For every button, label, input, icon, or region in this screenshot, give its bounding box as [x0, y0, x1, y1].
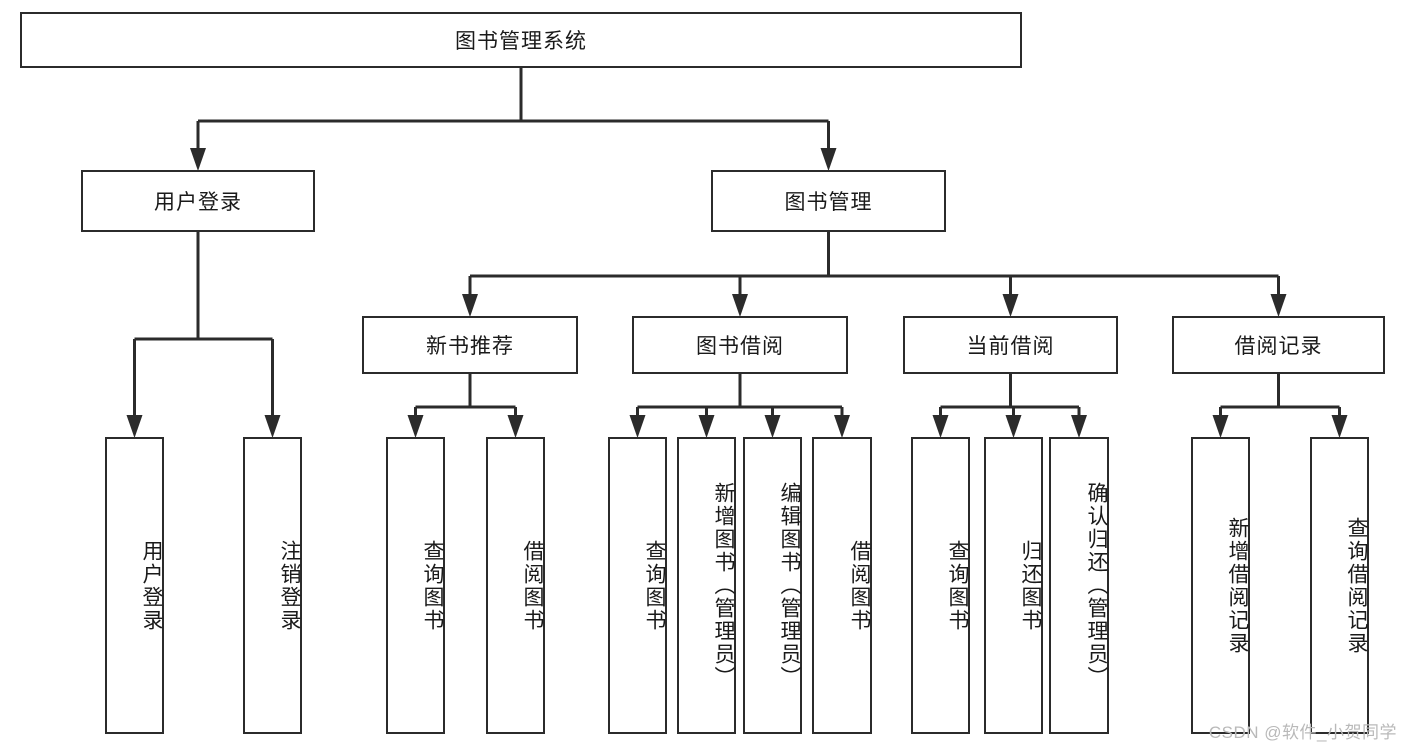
- node-label: 查询图书: [643, 539, 666, 632]
- arrow-head-icon: [820, 148, 837, 171]
- node-label: 新增图书（管理员）: [712, 482, 735, 689]
- node-label: 图书借阅: [696, 335, 784, 358]
- node-leaf2[interactable]: 注销登录: [243, 437, 302, 734]
- arrow-head-icon: [698, 415, 715, 438]
- watermark: CSDN @软件_小贺同学: [1208, 723, 1397, 742]
- node-label: 用户登录: [140, 539, 163, 632]
- arrow-head-icon: [462, 294, 478, 317]
- arrow-head-icon: [1270, 294, 1287, 317]
- arrow-head-icon: [190, 148, 206, 171]
- node-current[interactable]: 当前借阅: [903, 316, 1118, 374]
- node-label: 查询图书: [946, 539, 969, 632]
- node-bookmgmt[interactable]: 图书管理: [711, 170, 946, 232]
- node-leaf3[interactable]: 查询图书: [386, 437, 445, 734]
- node-records[interactable]: 借阅记录: [1172, 316, 1385, 374]
- arrow-head-icon: [407, 415, 424, 438]
- node-leaf11[interactable]: 确认归还（管理员）: [1049, 437, 1109, 734]
- arrow-head-icon: [764, 415, 781, 438]
- node-newbook[interactable]: 新书推荐: [362, 316, 578, 374]
- node-label: 查询借阅记录: [1345, 516, 1368, 655]
- arrow-head-icon: [1002, 294, 1019, 317]
- arrow-head-icon: [1212, 415, 1229, 438]
- node-label: 确认归还（管理员）: [1085, 482, 1108, 689]
- node-label: 借阅记录: [1234, 335, 1323, 358]
- node-label: 查询图书: [421, 539, 444, 632]
- node-label: 归还图书: [1019, 539, 1042, 632]
- node-leaf10[interactable]: 归还图书: [984, 437, 1043, 734]
- node-leaf12[interactable]: 新增借阅记录: [1191, 437, 1250, 734]
- node-label: 当前借阅: [966, 335, 1055, 358]
- arrow-head-icon: [629, 415, 646, 438]
- arrow-head-icon: [932, 415, 949, 438]
- arrow-head-icon: [834, 415, 850, 438]
- arrow-head-icon: [126, 415, 143, 438]
- node-leaf4[interactable]: 借阅图书: [486, 437, 545, 734]
- node-label: 图书管理: [784, 191, 873, 214]
- node-leaf13[interactable]: 查询借阅记录: [1310, 437, 1369, 734]
- node-leaf5[interactable]: 查询图书: [608, 437, 667, 734]
- node-root[interactable]: 图书管理系统: [20, 12, 1022, 68]
- arrow-head-icon: [1005, 415, 1022, 438]
- node-label: 借阅图书: [848, 539, 871, 632]
- node-label: 用户登录: [154, 191, 242, 214]
- arrow-head-icon: [264, 415, 281, 438]
- node-leaf7[interactable]: 编辑图书（管理员）: [743, 437, 802, 734]
- arrow-head-icon: [507, 415, 524, 438]
- arrow-head-icon: [732, 294, 748, 317]
- node-login[interactable]: 用户登录: [81, 170, 315, 232]
- arrow-head-icon: [1331, 415, 1348, 438]
- node-leaf1[interactable]: 用户登录: [105, 437, 164, 734]
- node-borrow[interactable]: 图书借阅: [632, 316, 848, 374]
- node-label: 编辑图书（管理员）: [778, 482, 801, 689]
- node-label: 借阅图书: [521, 539, 544, 632]
- node-label: 新书推荐: [426, 335, 514, 358]
- node-label: 新增借阅记录: [1226, 516, 1249, 655]
- node-leaf6[interactable]: 新增图书（管理员）: [677, 437, 736, 734]
- node-label: 注销登录: [278, 539, 301, 632]
- node-leaf9[interactable]: 查询图书: [911, 437, 970, 734]
- node-label: 图书管理系统: [455, 30, 587, 53]
- arrow-head-icon: [1071, 415, 1087, 438]
- node-leaf8[interactable]: 借阅图书: [812, 437, 872, 734]
